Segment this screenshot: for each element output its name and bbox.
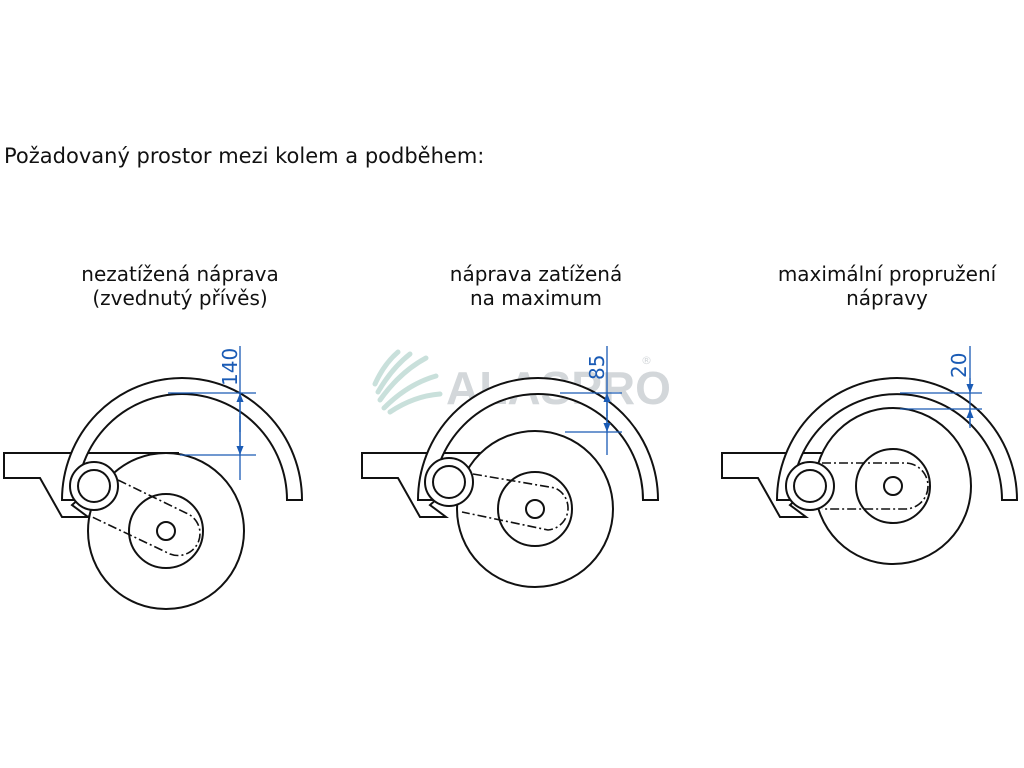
swing-arm [461,473,569,531]
mudguard [60,377,304,501]
leaf-icon [372,349,443,415]
caption-line-1: náprava zatížená [449,262,623,286]
dimension-140 [168,346,256,480]
wheel-hub [128,493,204,569]
wheel-hub [497,471,573,547]
axle-center [525,499,545,519]
caption-loaded-axle: náprava zatížená na maximum [386,262,686,310]
dimension-label: 20 [947,353,971,378]
mudguard [416,377,660,501]
pivot-inner [793,469,827,503]
pivot-inner [77,469,111,503]
wheel [87,452,245,610]
caption-line-2: nápravy [846,286,928,310]
caption-max-suspension: maximální propružení nápravy [737,262,1024,310]
axle-center [156,521,176,541]
dimension-label: 140 [218,348,242,386]
page-heading: Požadovaný prostor mezi kolem a podběhem… [4,144,485,168]
wheel-hub [855,448,931,524]
caption-line-2: na maximum [469,286,603,310]
dimension-20 [900,346,982,428]
panel-loaded [361,346,660,588]
axle-center [883,476,903,496]
registered-mark: ® [641,354,652,367]
dimension-85 [560,346,622,455]
swing-arm [87,479,201,557]
caption-line-1: nezatížená náprava [81,262,279,286]
panel-unloaded [3,346,304,610]
caption-unloaded-axle: nezatížená náprava (zvednutý přívěs) [30,262,330,310]
wheel [814,407,972,565]
caption-line-1: maximální propružení [777,262,997,286]
panel-max [721,346,1019,565]
dimension-label: 85 [585,355,609,380]
swing-arm [822,462,929,510]
pivot-inner [432,465,466,499]
caption-line-2: (zvednutý přívěs) [92,286,268,310]
wheel [456,430,614,588]
